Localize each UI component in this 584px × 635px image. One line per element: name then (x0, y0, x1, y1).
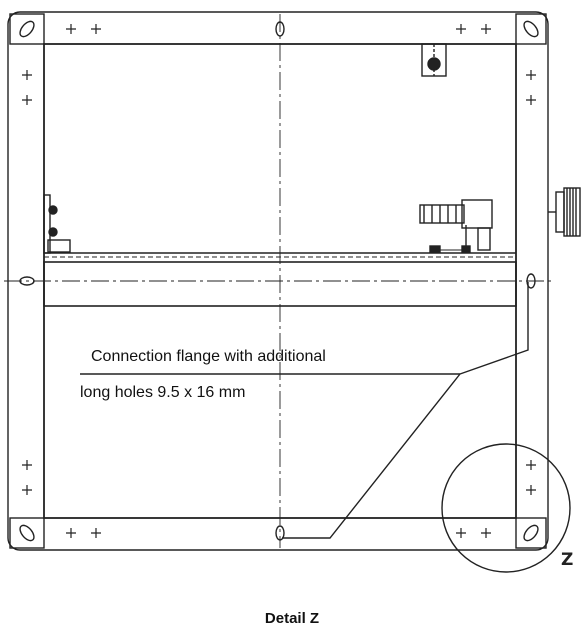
callout-text-line1: Connection flange with additional (91, 348, 326, 365)
drive-assembly (419, 199, 493, 253)
figure-caption: Detail Z (264, 610, 320, 627)
left-bracket (43, 194, 71, 254)
external-flange (548, 187, 581, 237)
detail-marker-label: Z (561, 550, 574, 570)
top-fixture (421, 43, 447, 77)
technical-drawing (4, 11, 581, 573)
callout-leader-bottom (282, 373, 461, 539)
corner-hole-tl (19, 20, 35, 38)
corner-box-br (515, 517, 547, 549)
detail-z-circle (441, 443, 571, 573)
corner-hole-tr (523, 20, 539, 38)
corner-box-tr (515, 13, 547, 45)
corner-box-bl (9, 517, 45, 549)
corner-hole-bl (19, 524, 35, 542)
callout-text-line2: long holes 9.5 x 16 mm (80, 384, 246, 401)
corner-box-tl (9, 13, 45, 45)
corner-hole-br (523, 524, 539, 542)
callout-leader (459, 282, 529, 375)
bolt-crosses (22, 24, 536, 538)
